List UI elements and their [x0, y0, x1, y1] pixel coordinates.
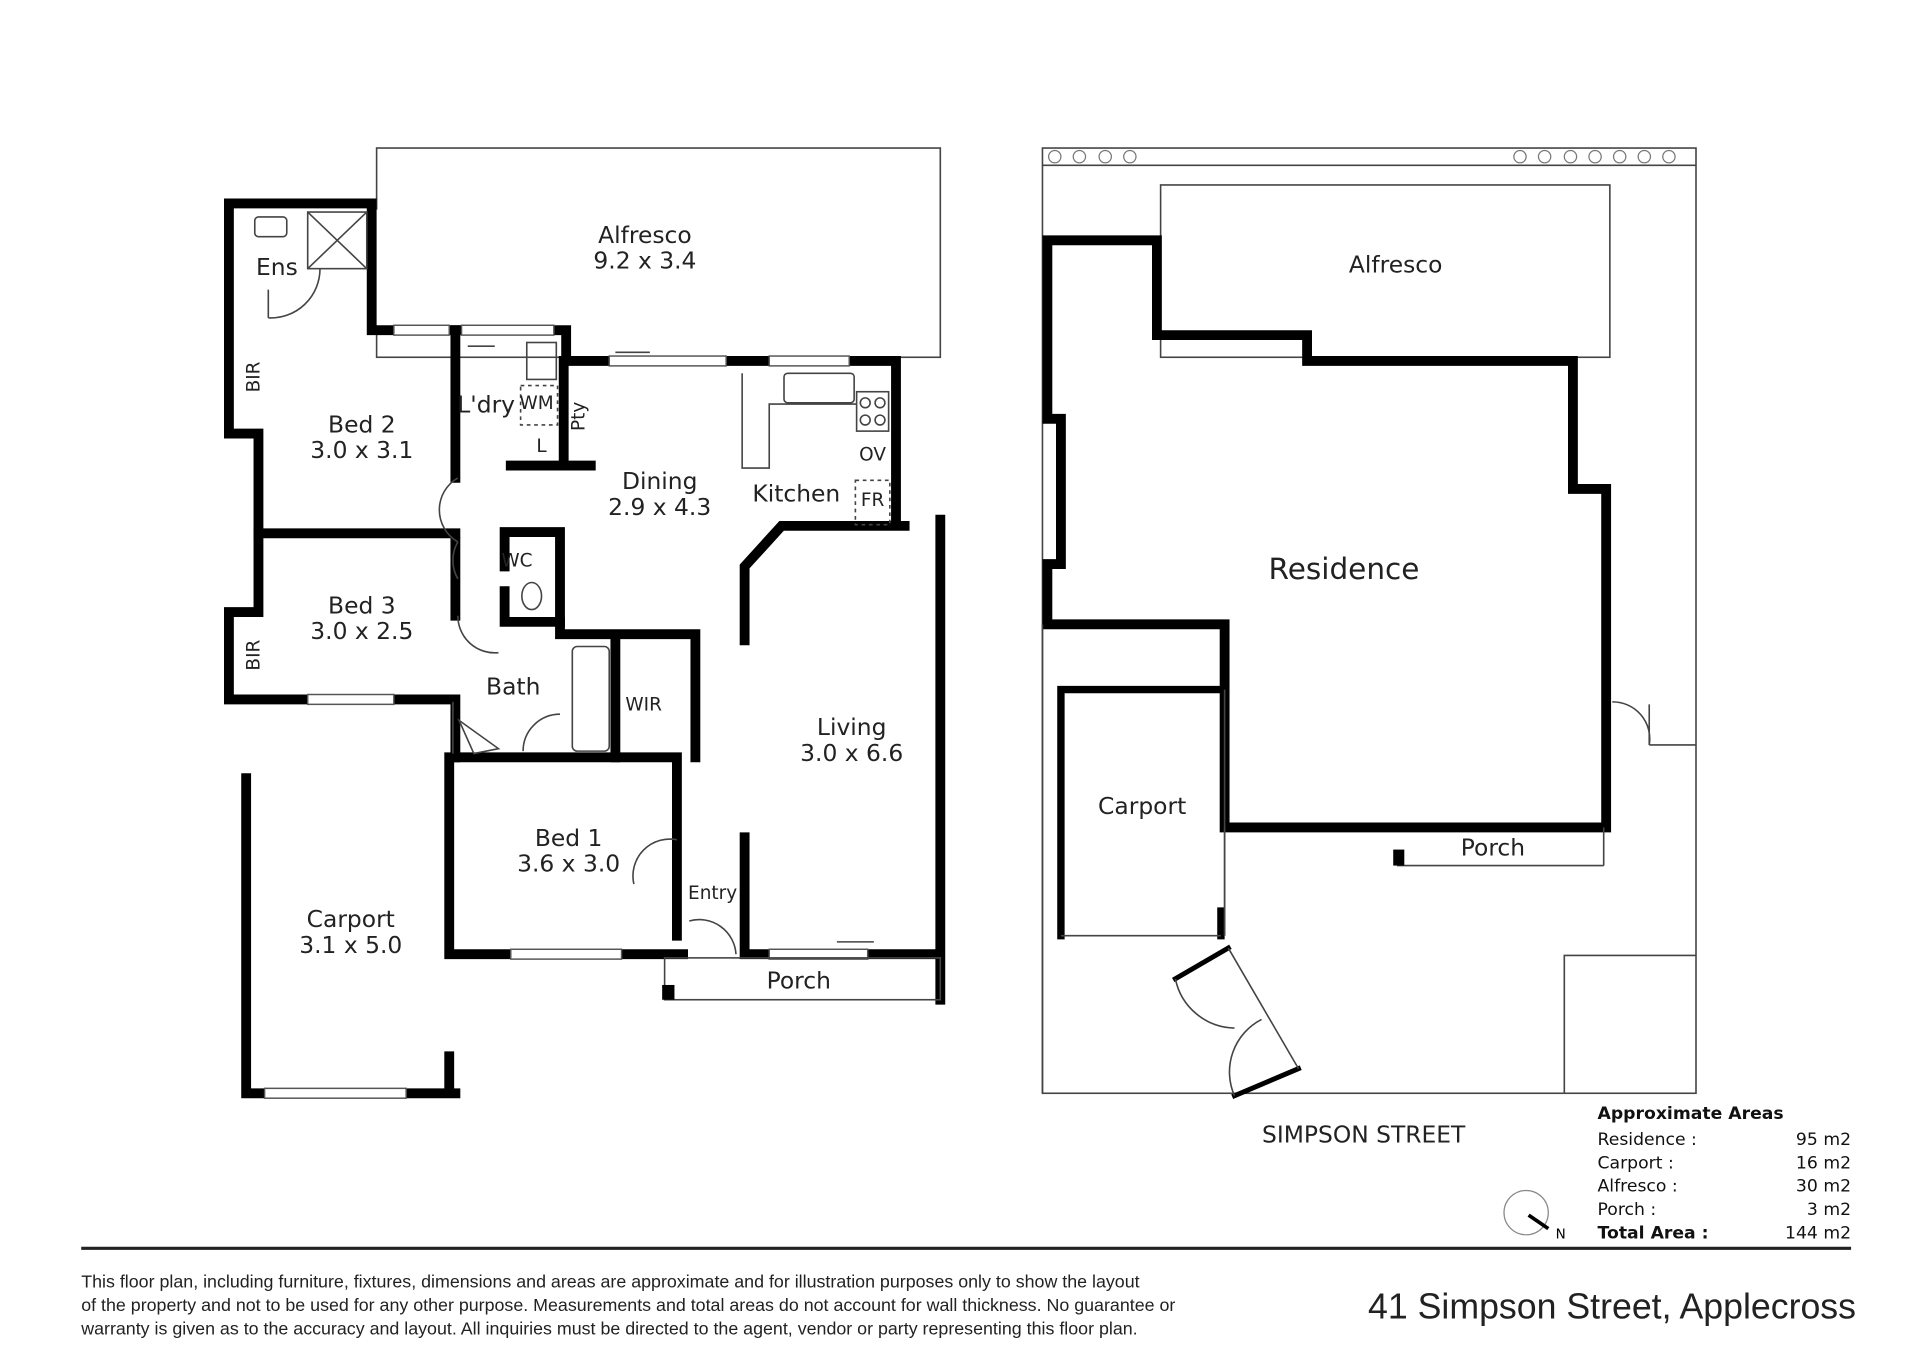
room-dims-dining: 2.9 x 4.3 — [608, 493, 711, 521]
bathtub-icon — [571, 645, 611, 752]
room-name-alfresco: Alfresco — [598, 221, 692, 249]
area-value: 95 m2 — [1796, 1130, 1851, 1150]
area-label: Carport : — [1598, 1153, 1674, 1173]
room-name-pantry: Pty — [569, 402, 590, 431]
disclaimer: This floor plan, including furniture, fi… — [80, 1272, 1175, 1339]
room-dims-bed2: 3.0 x 3.1 — [310, 436, 413, 464]
street-name: SIMPSON STREET — [1262, 1121, 1466, 1149]
room-dims-bed1: 3.6 x 3.0 — [517, 850, 620, 878]
room-name-porch: Porch — [767, 967, 831, 995]
areas-title: Approximate Areas — [1598, 1104, 1784, 1124]
site-label-residence: Residence — [1269, 552, 1420, 586]
label-wm: WM — [520, 393, 554, 414]
room-name-bed2: Bed 2 — [328, 410, 396, 438]
room-name-bir: BIR — [244, 361, 265, 392]
site-plan: Alfresco Residence Carport Porch SIMPSON… — [1041, 147, 1697, 1149]
room-name-kitchen: Kitchen — [752, 479, 840, 507]
toilet-icon — [521, 581, 543, 611]
areas-table: Approximate Areas Residence : 95 m2 Carp… — [1598, 1104, 1852, 1243]
room-name-ens: Ens — [256, 253, 298, 281]
total-area-value: 144 m2 — [1785, 1224, 1851, 1244]
porch-outline — [663, 957, 942, 1001]
compass-icon: N — [1503, 1189, 1566, 1243]
disclaimer-line: of the property and not to be used for a… — [81, 1295, 1175, 1315]
room-name-wir: WIR — [625, 695, 662, 716]
area-value: 3 m2 — [1807, 1200, 1851, 1220]
area-value: 30 m2 — [1796, 1177, 1851, 1197]
shrubs-icon — [1048, 149, 1676, 164]
property-address: 41 Simpson Street, Applecross — [1368, 1287, 1856, 1327]
room-name-bir-2: BIR — [244, 639, 265, 670]
room-name-bed3: Bed 3 — [328, 591, 396, 619]
room-name-entry: Entry — [688, 883, 737, 904]
label-fridge: FR — [861, 490, 885, 511]
site-label-porch: Porch — [1461, 834, 1525, 862]
vanity-icon — [253, 216, 288, 238]
area-label: Residence : — [1598, 1130, 1697, 1150]
room-dims-living: 3.0 x 6.6 — [800, 739, 903, 767]
room-dims-alfresco: 9.2 x 3.4 — [593, 247, 696, 275]
room-name-dining: Dining — [622, 467, 697, 495]
sink-icon — [783, 372, 855, 404]
site-label-carport: Carport — [1098, 792, 1186, 820]
label-linen: L — [536, 436, 547, 457]
room-dims-carport: 3.1 x 5.0 — [299, 931, 402, 959]
room-name-bed1: Bed 1 — [535, 824, 603, 852]
area-label: Porch : — [1598, 1200, 1657, 1220]
disclaimer-line: This floor plan, including furniture, fi… — [81, 1272, 1139, 1292]
room-dims-bed3: 3.0 x 2.5 — [310, 617, 413, 645]
room-name-bath: Bath — [486, 673, 540, 701]
compass-north-label: N — [1556, 1227, 1566, 1243]
cooktop-icon — [855, 390, 890, 432]
room-name-living: Living — [817, 713, 887, 741]
area-value: 16 m2 — [1796, 1153, 1851, 1173]
room-name-laundry: L'dry — [457, 391, 515, 419]
shower-icon — [306, 211, 368, 270]
floor-plan: Alfresco 9.2 x 3.4 Ens BIR Bed 2 3.0 x 3… — [224, 147, 946, 1099]
disclaimer-line: warranty is given as to the accuracy and… — [80, 1319, 1137, 1339]
area-label: Alfresco : — [1598, 1177, 1678, 1197]
room-name-carport: Carport — [307, 905, 395, 933]
total-area-label: Total Area : — [1598, 1224, 1709, 1244]
room-name-wc: WC — [501, 551, 532, 572]
site-label-alfresco: Alfresco — [1349, 250, 1443, 278]
label-oven: OV — [859, 445, 886, 466]
site-residence — [1042, 235, 1612, 833]
